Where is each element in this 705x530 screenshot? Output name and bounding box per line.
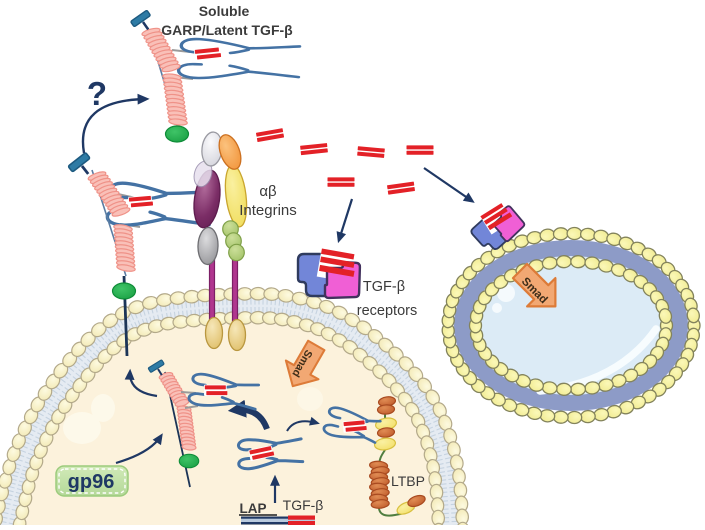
svg-text:LTBP: LTBP: [391, 473, 425, 489]
svg-text:Soluble: Soluble: [199, 3, 250, 19]
svg-text:GARP/Latent TGF-β: GARP/Latent TGF-β: [161, 22, 293, 38]
svg-text:gp96: gp96: [68, 471, 115, 493]
svg-text:Integrins: Integrins: [239, 202, 297, 219]
svg-text:αβ: αβ: [259, 183, 277, 200]
svg-text:?: ?: [87, 75, 107, 112]
svg-text:TGF-β: TGF-β: [283, 497, 324, 513]
svg-text:TGF-β: TGF-β: [363, 279, 405, 295]
svg-text:receptors: receptors: [357, 303, 417, 319]
svg-text:LAP: LAP: [240, 501, 267, 516]
